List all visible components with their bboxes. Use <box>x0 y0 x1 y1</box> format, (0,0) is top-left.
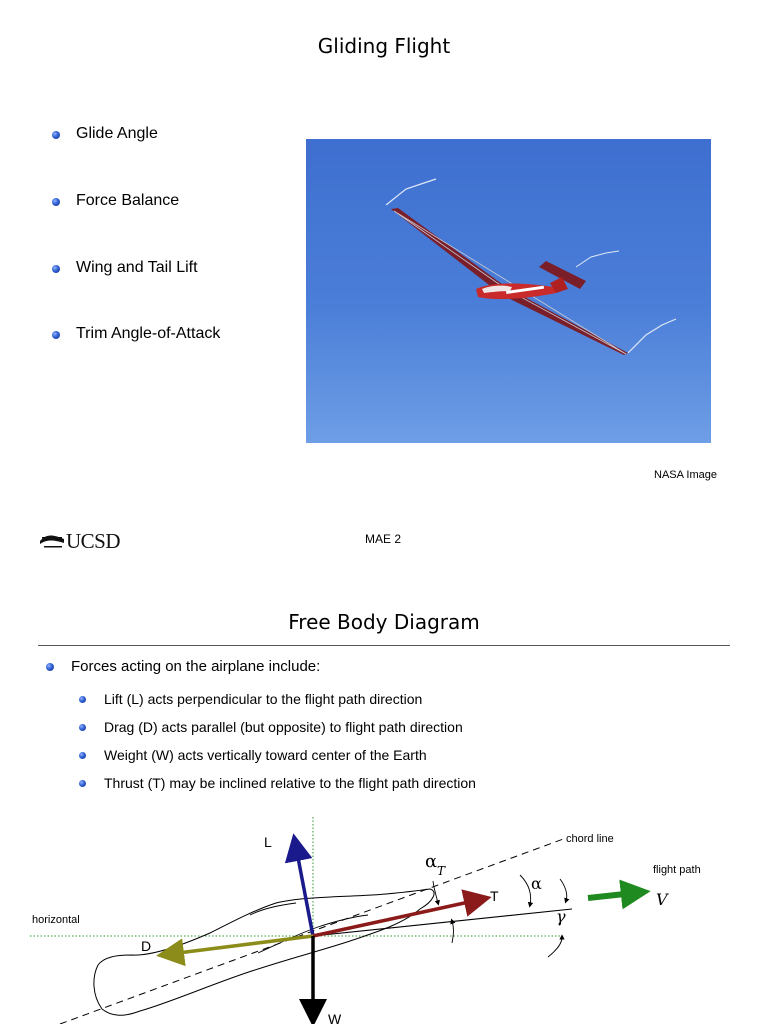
thrust-vector <box>312 889 492 938</box>
trident-wave-icon <box>40 535 64 548</box>
slide2-title: Free Body Diagram <box>288 610 480 634</box>
label-alpha-thrust: α <box>425 851 437 872</box>
lift-vector <box>284 833 315 937</box>
ucsd-logo: UCSD <box>38 528 148 554</box>
bullet-icon <box>52 265 60 273</box>
drag-vector <box>156 934 314 967</box>
ucsd-logo-text: UCSD <box>66 529 120 553</box>
glider-photo <box>306 139 711 443</box>
bullet-icon <box>79 780 86 787</box>
bullet-force-balance: Force Balance <box>76 192 180 209</box>
velocity-vector <box>587 879 651 910</box>
bullet-icon <box>46 663 54 671</box>
label-gamma: γ <box>556 907 566 926</box>
bullet-icon <box>79 724 86 731</box>
bullet-wing-tail-lift: Wing and Tail Lift <box>76 259 198 276</box>
label-alpha-thrust-subscript: T <box>437 864 446 878</box>
free-body-diagram: L D T W α T α γ V chord line flight path… <box>30 817 701 1024</box>
bullet-thrust: Thrust (T) may be inclined relative to t… <box>104 775 476 791</box>
bullet-trim-aoa: Trim Angle-of-Attack <box>76 325 221 342</box>
slide1-footer: MAE 2 <box>365 532 402 546</box>
image-caption: NASA Image <box>654 469 717 481</box>
glider-illustration <box>385 178 677 355</box>
bullet-drag: Drag (D) acts parallel (but opposite) to… <box>104 719 463 735</box>
label-weight: W <box>328 1011 342 1024</box>
flight-path-line <box>312 908 573 937</box>
label-chord-line: chord line <box>566 833 614 845</box>
title-divider <box>38 645 730 646</box>
label-velocity: V <box>656 890 669 909</box>
label-horizontal: horizontal <box>32 914 80 926</box>
bullet-weight: Weight (W) acts vertically toward center… <box>104 747 427 763</box>
bullet-icon <box>79 696 86 703</box>
bullet-glide-angle: Glide Angle <box>76 125 158 142</box>
bullet-icon <box>52 331 60 339</box>
label-drag: D <box>141 938 151 954</box>
label-alpha: α <box>531 874 542 893</box>
airplane-outline <box>93 888 435 1016</box>
bullet-icon <box>52 198 60 206</box>
slide1-title: Gliding Flight <box>317 34 451 58</box>
label-lift: L <box>264 834 272 850</box>
bullet-icon <box>52 131 60 139</box>
label-thrust: T <box>490 888 499 904</box>
label-flight-path: flight path <box>653 864 701 876</box>
forces-intro: Forces acting on the airplane include: <box>71 658 321 675</box>
bullet-lift: Lift (L) acts perpendicular to the fligh… <box>104 691 423 707</box>
bullet-icon <box>79 752 86 759</box>
